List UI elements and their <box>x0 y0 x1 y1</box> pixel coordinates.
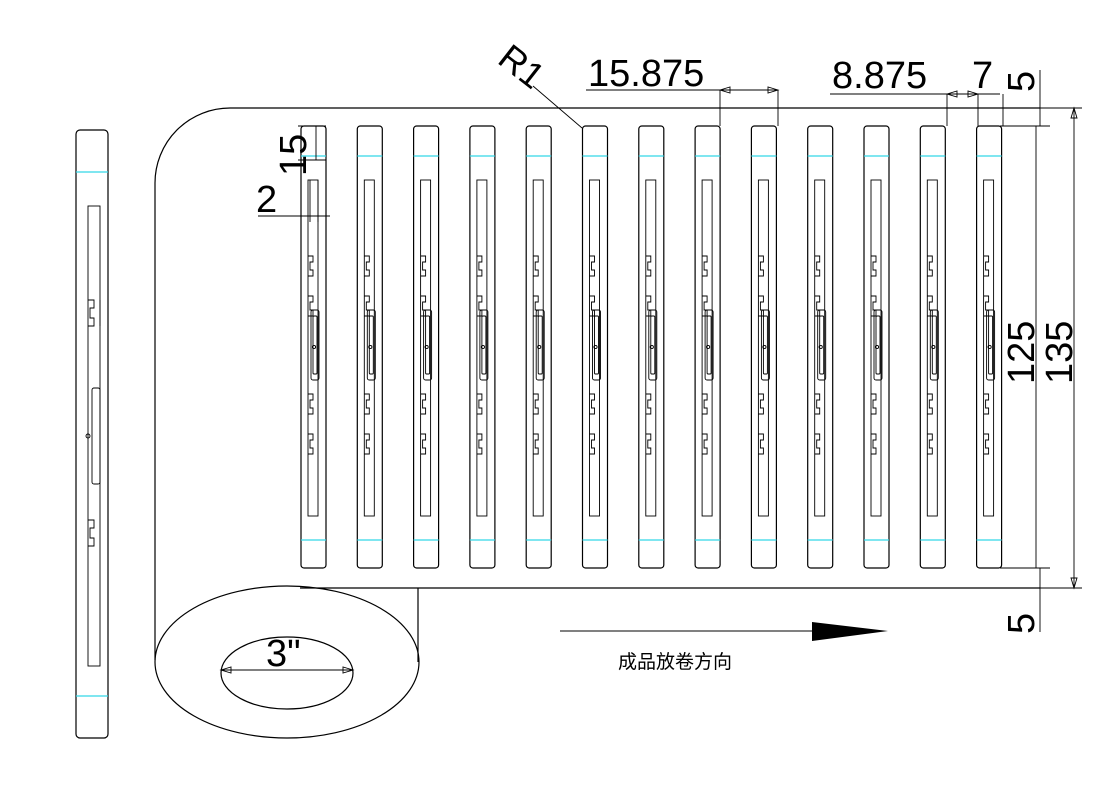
label-height-label: 125 <box>1001 321 1043 384</box>
core-ellipse <box>220 636 354 710</box>
rfid-label <box>975 125 1003 569</box>
roll-body <box>154 107 1040 739</box>
labels-group <box>300 125 1003 569</box>
rfid-label <box>300 125 327 569</box>
bottom-margin-label: 5 <box>1001 613 1043 634</box>
rfid-label <box>413 125 440 569</box>
rfid-label <box>469 125 496 569</box>
rfid-label <box>581 125 609 569</box>
rfid-label <box>807 125 834 569</box>
radius-label: R1 <box>491 36 553 97</box>
core-diameter-label: 3" <box>266 633 301 675</box>
dimension-lines <box>258 70 1082 641</box>
top-margin-label: 5 <box>1001 71 1043 92</box>
gap-label: 8.875 <box>832 55 927 97</box>
rfid-label <box>638 125 665 569</box>
dimension-text: R1 15.875 8.875 7 5 5 125 135 15 2 3" 成品… <box>256 36 1081 675</box>
rfid-label <box>919 125 946 569</box>
single-label-side-view <box>75 129 109 739</box>
rfid-label <box>525 125 552 569</box>
rfid-label <box>863 125 890 569</box>
unwind-direction-label: 成品放卷方向 <box>618 651 732 673</box>
label-offset-label: 15 <box>273 134 315 176</box>
label-width-label: 7 <box>972 55 993 97</box>
rfid-label <box>356 125 383 569</box>
pitch-label: 15.875 <box>588 53 704 95</box>
inlay-offset-label: 2 <box>256 179 277 221</box>
web-width-label: 135 <box>1039 321 1081 384</box>
rfid-label <box>694 125 721 569</box>
rfid-label <box>750 125 778 569</box>
